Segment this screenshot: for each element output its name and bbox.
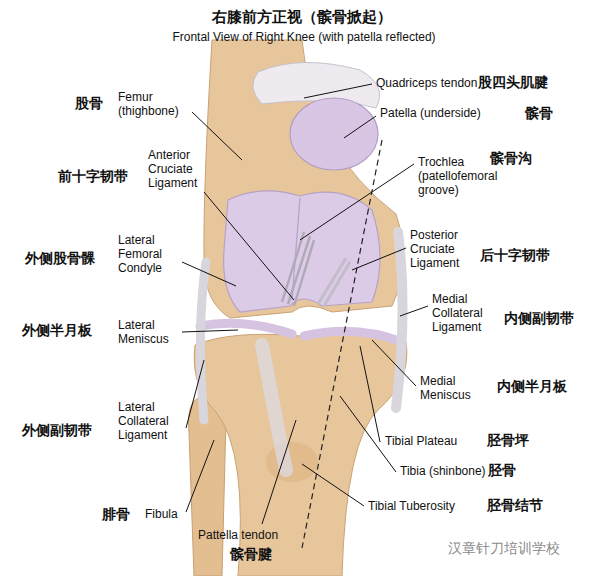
part-label: 后十字韧带: [480, 247, 550, 265]
part-label: Patella (underside): [380, 106, 481, 120]
part-label: Tibial Tuberosity: [368, 499, 455, 513]
diagram-title: 右膝前方正视（髌骨掀起）: [0, 8, 604, 27]
part-label: Medial Meniscus: [420, 374, 490, 402]
part-label: Lateral Collateral Ligament: [118, 400, 184, 442]
part-label: 外侧副韧带: [22, 422, 92, 440]
part-label: Femur (thighbone): [118, 90, 198, 118]
part-label: Medial Collateral Ligament: [432, 292, 498, 334]
part-label: Lateral Femoral Condyle: [118, 233, 180, 275]
part-label: 髌骨沟: [490, 150, 532, 168]
part-label: 髌骨腱: [230, 546, 272, 564]
part-label: 髌骨: [525, 105, 553, 123]
part-label: 外侧股骨髁: [25, 250, 95, 268]
part-label: Lateral Meniscus: [118, 318, 180, 346]
part-label: 胫骨结节: [487, 497, 543, 515]
subtitle: Frontal View of Right Knee (with patella…: [2, 30, 604, 44]
watermark: 汉章针刀培训学校: [448, 540, 560, 558]
part-label: Fibula: [145, 507, 178, 521]
part-label: 内侧副韧带: [504, 310, 574, 328]
part-label: Tibia (shinbone): [400, 464, 486, 478]
part-label: 股四头肌腱: [478, 74, 548, 92]
part-label: 股骨: [75, 95, 103, 113]
part-label: Tibial Plateau: [385, 434, 457, 448]
part-label: Quadriceps tendon: [376, 76, 477, 90]
part-label: 腓骨: [102, 506, 130, 524]
part-label: Pattella tendon: [198, 528, 308, 542]
part-label: 胫骨: [488, 462, 516, 480]
part-label: 内侧半月板: [497, 378, 567, 396]
part-label: Posterior Cruciate Ligament: [410, 228, 476, 270]
part-label: 外侧半月板: [22, 322, 92, 340]
part-label: 前十字韧带: [58, 168, 128, 186]
part-label: Anterior Cruciate Ligament: [148, 148, 210, 190]
part-label: 胫骨坪: [487, 432, 529, 450]
